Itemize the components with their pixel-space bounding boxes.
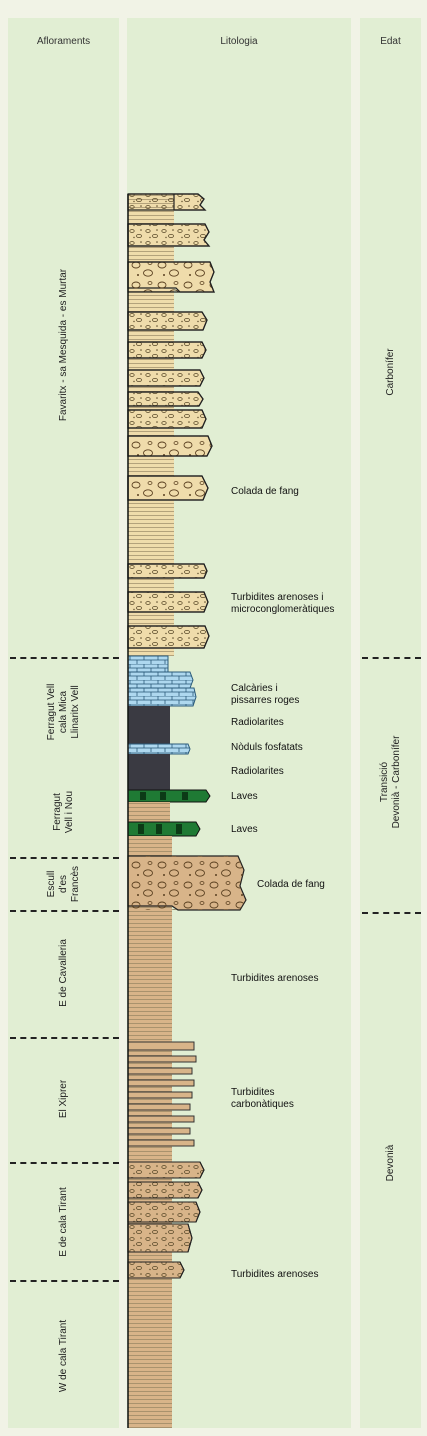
lithology-label: Laves [231,791,258,802]
lithology-header: Litologia [220,35,258,47]
age-label: Devonià [385,1144,396,1182]
limestone-beds [127,655,197,707]
age-boundary [362,912,421,914]
outcrop-column-panel [8,18,119,1428]
lithology-label: Colada de fang [231,486,299,497]
lithology-label: Radiolarites [231,717,284,728]
lower-sandy-beds [127,1161,205,1279]
outcrop-label: Favaritx - sa Mesquida - es Murtar [58,268,69,422]
phosphate-nodule-bed [127,743,191,755]
carbonate-turbidite-ledges [127,1041,197,1147]
lithology-label: Turbidites arenoses [231,973,319,984]
outcrop-boundary [10,1037,119,1039]
lithology-label: Radiolarites [231,766,284,777]
lithology-label: Nòduls fosfatats [231,742,303,753]
lithology-label: Turbidites arenoses [231,1269,319,1280]
age-column-panel [360,18,421,1428]
outcrop-boundary [10,857,119,859]
age-header: Edat [380,35,401,47]
outcrop-label: W de cala Tirant [58,1319,69,1393]
radiolarite-bed-upper [128,706,170,744]
age-boundary [362,657,421,659]
outcrop-boundary [10,910,119,912]
outcrops-header: Afloraments [36,35,91,47]
outcrop-boundary [10,1162,119,1164]
outcrop-boundary [10,1280,119,1282]
outcrop-label: El Xiprer [58,1079,69,1119]
outcrop-label: E de cala Tirant [58,1187,69,1257]
radiolarite-bed-lower [128,754,170,790]
outcrop-boundary [10,657,119,659]
lithology-label: Colada de fang [257,879,325,890]
outcrop-label: E de Cavalleria [58,939,69,1007]
age-label: Carbonífer [385,348,396,396]
lithology-label: Laves [231,824,258,835]
